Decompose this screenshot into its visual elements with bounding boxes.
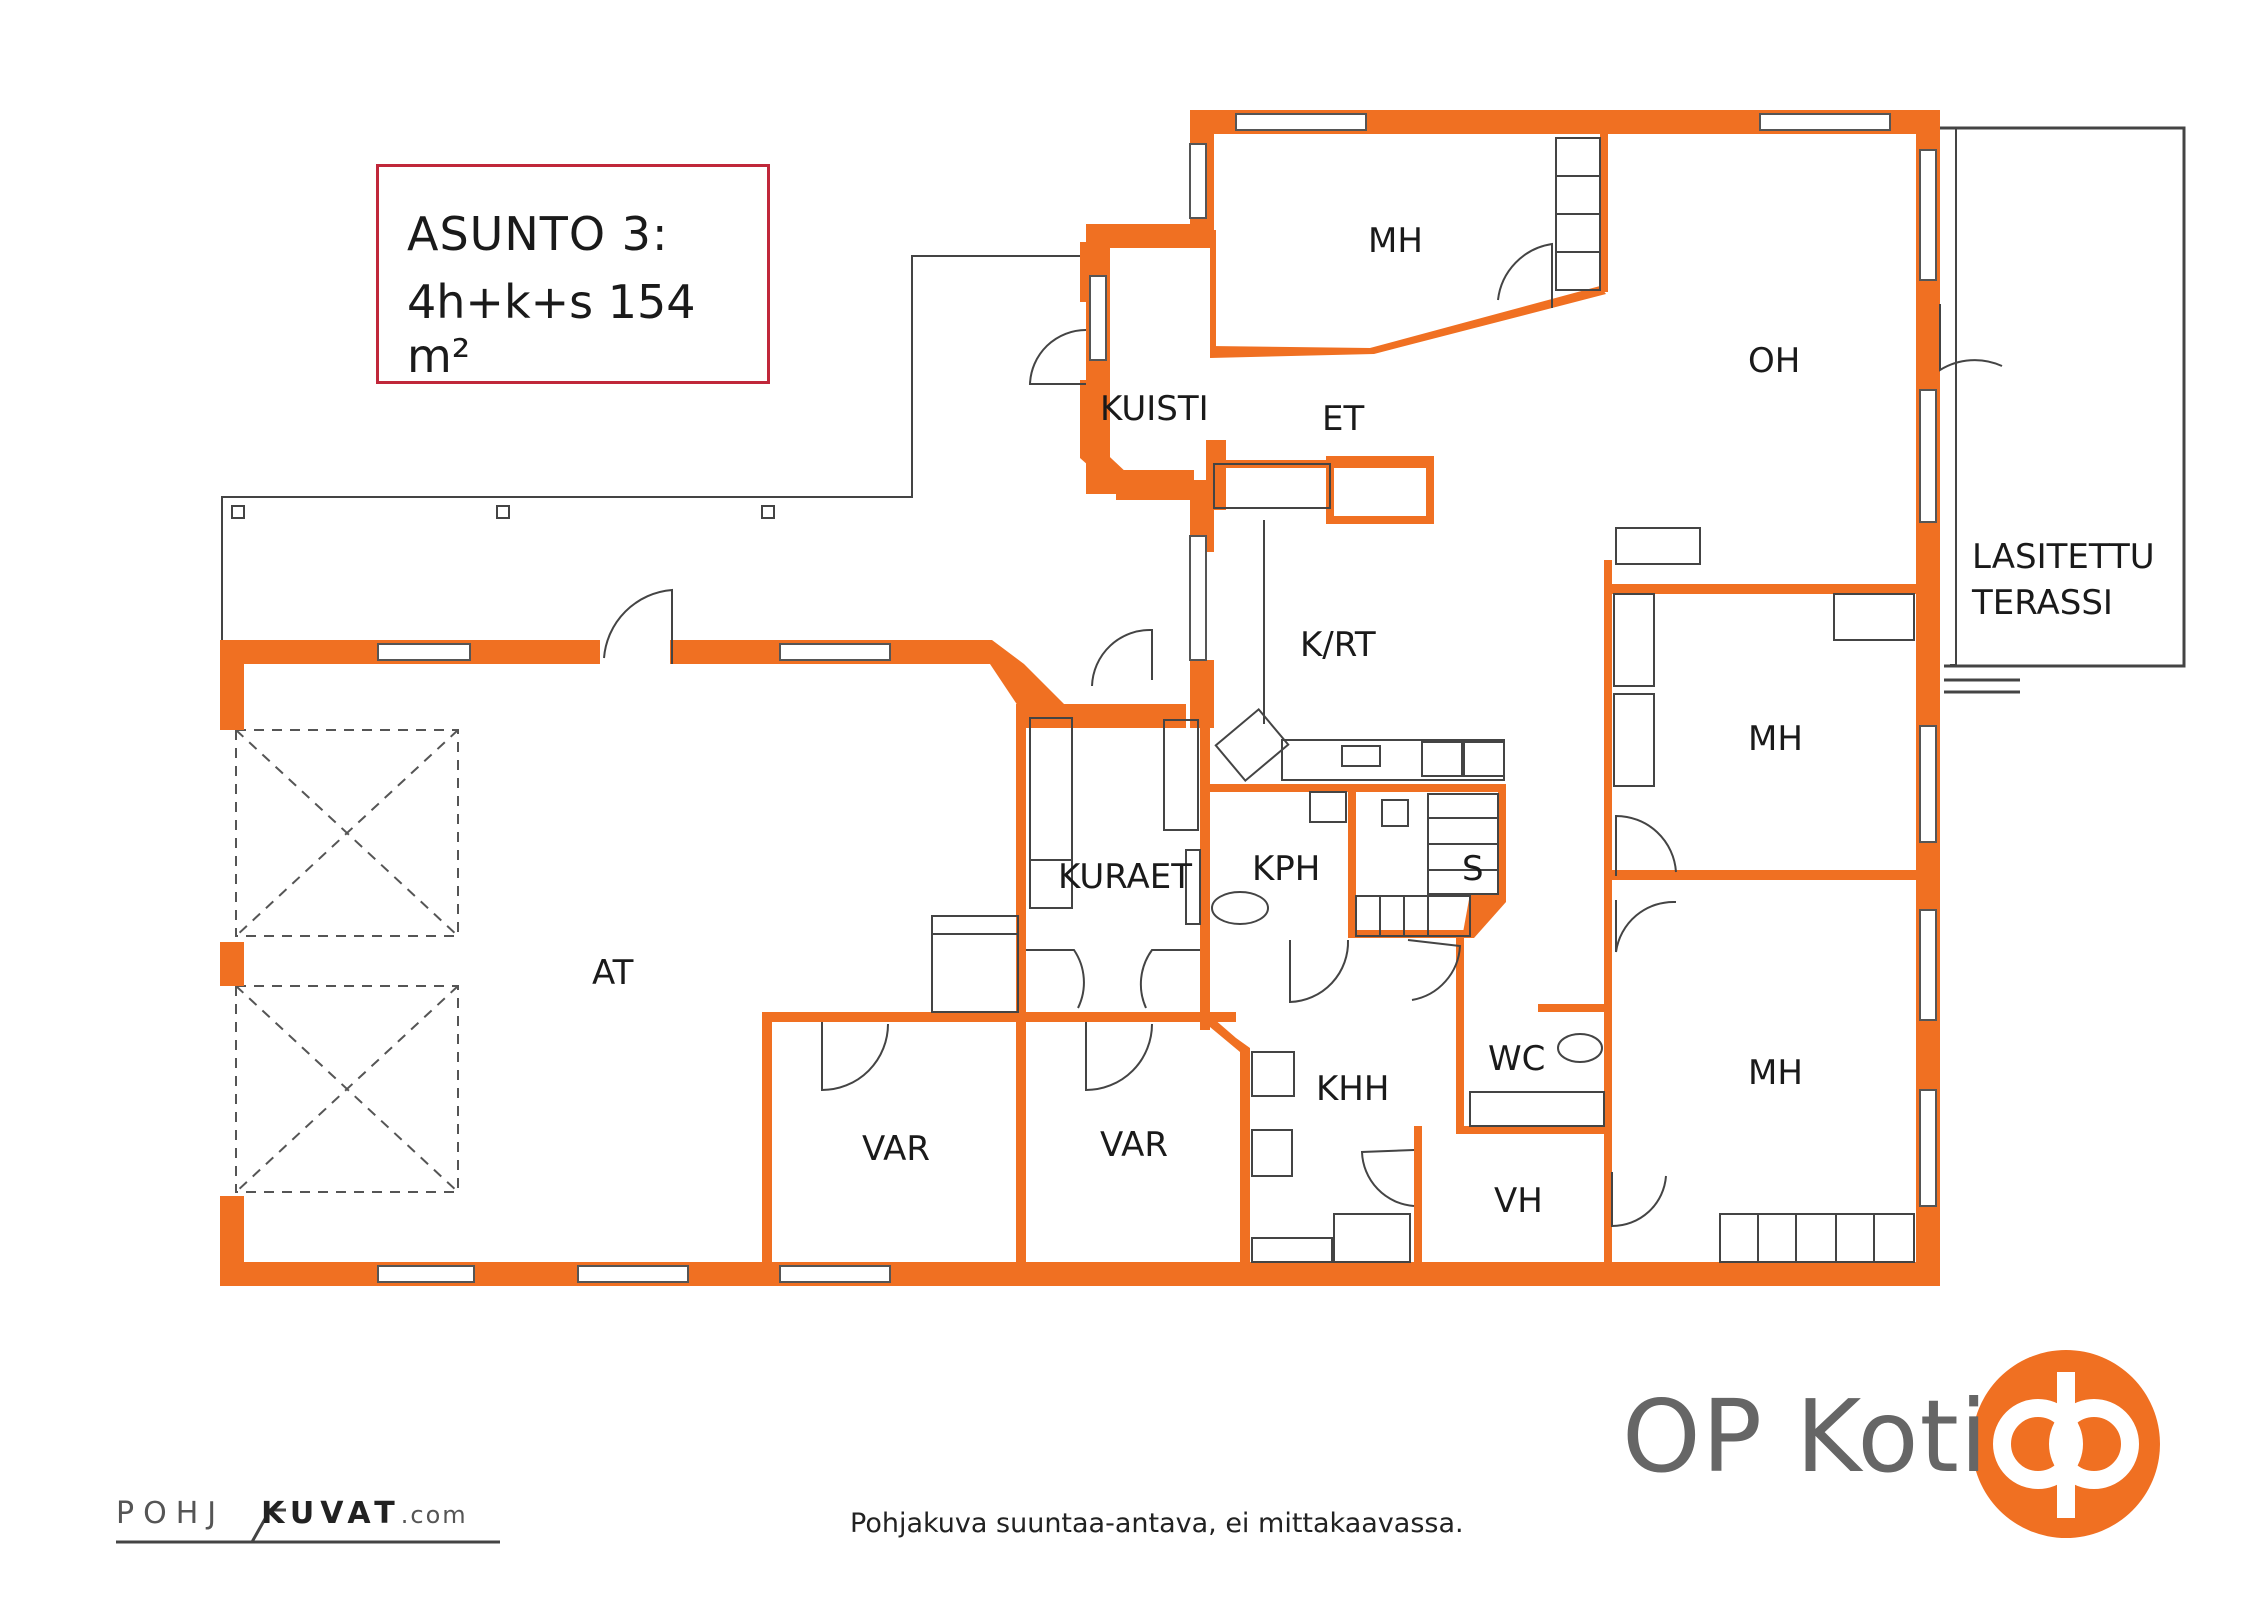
credit-logo: POHJ KUVAT.com bbox=[116, 1496, 468, 1546]
room-label-vh: VH bbox=[1494, 1181, 1543, 1221]
room-label-et: ET bbox=[1322, 399, 1364, 439]
doors bbox=[603, 242, 2003, 1228]
apartment-type: 4h+k+s bbox=[407, 275, 594, 329]
credit-part1: POHJ bbox=[116, 1496, 226, 1531]
fixtures bbox=[931, 137, 1915, 1263]
carport-marks bbox=[235, 729, 459, 1193]
windows bbox=[377, 113, 1937, 1283]
brand-name: OP Koti bbox=[1622, 1378, 1989, 1495]
room-label-terassi: TERASSI bbox=[1971, 583, 2113, 623]
room-label-var-left: VAR bbox=[862, 1129, 930, 1169]
room-label-kuraet: KURAET bbox=[1058, 857, 1192, 897]
glazed-terrace-outline bbox=[1940, 126, 2186, 694]
room-label-khh: KHH bbox=[1316, 1069, 1389, 1109]
room-label-at: AT bbox=[592, 953, 634, 993]
apartment-info-box: ASUNTO 3: 4h+k+s 154 m² bbox=[376, 164, 770, 384]
apartment-title: ASUNTO 3: bbox=[407, 207, 669, 261]
room-label-lasitettu: LASITETTU bbox=[1972, 537, 2155, 577]
op-logo-icon bbox=[1972, 1350, 2160, 1538]
room-label-var-right: VAR bbox=[1100, 1125, 1168, 1165]
disclaimer-text: Pohjakuva suuntaa-antava, ei mittakaavas… bbox=[850, 1508, 1464, 1539]
room-labels: MH OH KUISTI ET LASITETTU TERASSI K/RT M… bbox=[592, 221, 2155, 1221]
apartment-area: 154 m² bbox=[407, 275, 696, 383]
pohjakuvat-logo-icon bbox=[116, 1508, 500, 1544]
credit-part3: .com bbox=[400, 1501, 468, 1529]
room-label-mh-top: MH bbox=[1368, 221, 1423, 261]
room-label-mh-bottom: MH bbox=[1748, 1053, 1803, 1093]
room-label-mh-mid: MH bbox=[1748, 719, 1803, 759]
room-label-wc: WC bbox=[1488, 1039, 1545, 1079]
room-label-s: S bbox=[1462, 849, 1484, 889]
apartment-summary: 4h+k+s 154 m² bbox=[407, 275, 767, 383]
room-label-kuisti: KUISTI bbox=[1100, 389, 1209, 429]
room-label-kph: KPH bbox=[1252, 849, 1320, 889]
room-label-k-rt: K/RT bbox=[1300, 625, 1376, 665]
credit-part2: KUVAT bbox=[261, 1496, 401, 1531]
room-label-oh: OH bbox=[1748, 341, 1800, 381]
